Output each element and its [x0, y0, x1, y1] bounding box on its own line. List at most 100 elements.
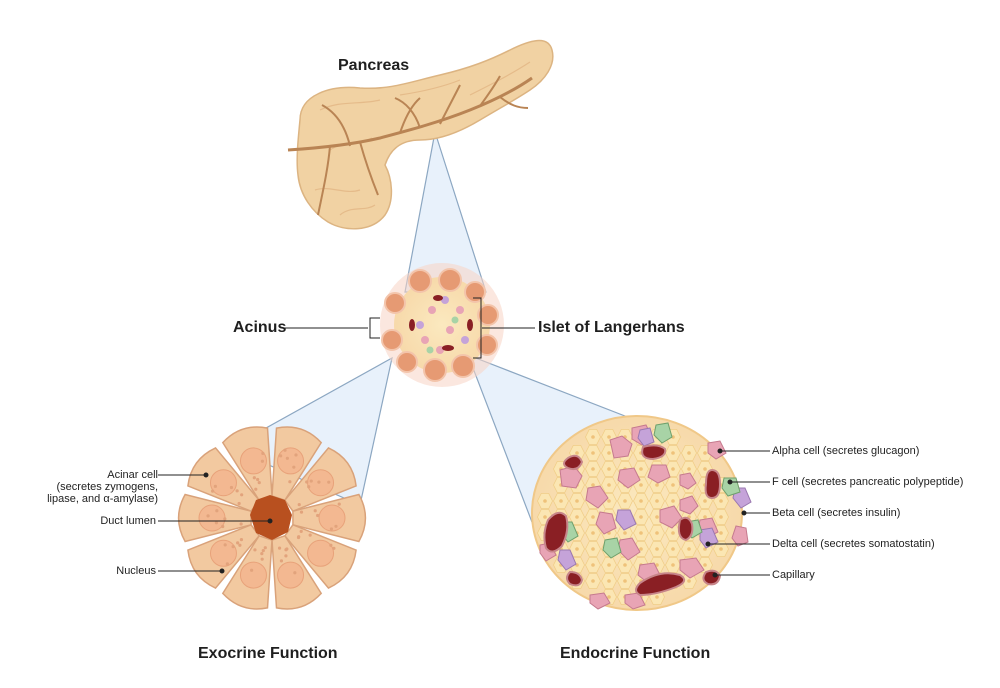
beta-cell-nucleus: [591, 435, 595, 439]
beta-cell-nucleus: [591, 547, 595, 551]
zymogen-granule: [307, 485, 310, 488]
beta-cell-nucleus: [655, 515, 659, 519]
zymogen-granule: [329, 544, 332, 547]
beta-cell-nucleus: [671, 499, 675, 503]
zymogen-granule: [211, 490, 214, 493]
zymogen-granule: [284, 548, 287, 551]
zymogen-granule: [253, 548, 256, 551]
zymogen-granule: [283, 449, 286, 452]
beta-cell-nucleus: [591, 531, 595, 535]
beta-cell-nucleus: [575, 451, 579, 455]
beta-cell-nucleus: [687, 579, 691, 583]
zymogen-granule: [224, 543, 227, 546]
f-cell-label: F cell (secretes pancreatic polypeptide): [772, 476, 963, 488]
acinar-cell-label: Acinar cell (secretes zymogens, lipase, …: [30, 469, 158, 505]
zymogen-granule: [258, 481, 261, 484]
zymogen-granule: [310, 479, 313, 482]
beta-cell-nucleus: [671, 531, 675, 535]
islet-label: Islet of Langerhans: [538, 319, 685, 337]
beta-cell-nucleus: [607, 451, 611, 455]
beta-cell-nucleus: [687, 467, 691, 471]
pancreas-label: Pancreas: [338, 57, 409, 75]
zymogen-granule: [238, 544, 241, 547]
beta-cell-nucleus: [591, 451, 595, 455]
acinar-nucleus: [319, 505, 345, 531]
zymogen-granule: [226, 562, 229, 565]
acinar-nucleus: [278, 448, 304, 474]
beta-cell-nucleus: [623, 531, 627, 535]
zymogen-granule: [309, 534, 312, 537]
zymogen-granule: [286, 457, 289, 460]
zymogen-granule: [214, 485, 217, 488]
zymogen-granule: [280, 559, 283, 562]
zymogen-granule: [223, 517, 226, 520]
zymogen-granule: [334, 525, 337, 528]
zymogen-granule: [236, 541, 239, 544]
beta-cell-nucleus: [607, 483, 611, 487]
zymogen-granule: [327, 481, 330, 484]
beta-cell-nucleus: [671, 451, 675, 455]
beta-cell-nucleus: [671, 563, 675, 567]
zymogen-granule: [300, 511, 303, 514]
beta-cell-nucleus: [575, 515, 579, 519]
zymogen-granule: [279, 454, 282, 457]
beta-cell-nucleus: [591, 467, 595, 471]
zymogen-granule: [300, 530, 303, 533]
duct-lumen-label: Duct lumen: [30, 515, 156, 527]
beta-cell-nucleus: [655, 595, 659, 599]
acinar-cell-line-3: lipase, and α-amylase): [30, 493, 158, 505]
zymogen-granule: [292, 466, 295, 469]
delta-cell-label: Delta cell (secretes somatostatin): [772, 538, 935, 550]
zymogen-granule: [240, 538, 243, 541]
zymogen-granule: [240, 522, 243, 525]
beta-cell-nucleus: [719, 499, 723, 503]
beta-cell-nucleus: [607, 499, 611, 503]
beta-cell-nucleus: [687, 547, 691, 551]
beta-cell-nucleus: [655, 531, 659, 535]
zymogen-granule: [284, 554, 287, 557]
beta-cell-nucleus: [543, 499, 547, 503]
beta-cell-nucleus: [639, 531, 643, 535]
zymogen-granule: [314, 509, 317, 512]
pancreas-organ: [288, 41, 553, 229]
zymogen-granule: [297, 536, 300, 539]
acinar-cell-line-2: (secretes zymogens,: [30, 481, 158, 493]
endocrine-islet: [532, 416, 751, 610]
beta-cell-nucleus: [559, 499, 563, 503]
zymogen-granule: [332, 547, 335, 550]
zymogen-granule: [338, 503, 341, 506]
beta-cell-nucleus: [655, 547, 659, 551]
acinus-label: Acinus: [233, 319, 286, 337]
beta-cell-nucleus: [719, 531, 723, 535]
beta-cell-nucleus: [623, 563, 627, 567]
acinar-cell-line-1: Acinar cell: [30, 469, 158, 481]
zymogen-granule: [261, 460, 264, 463]
alpha-cell-label: Alpha cell (secretes glucagon): [772, 445, 919, 457]
zymogen-granule: [221, 525, 224, 528]
beta-cell-nucleus: [591, 563, 595, 567]
beta-cell-nucleus: [623, 499, 627, 503]
zymogen-granule: [230, 486, 233, 489]
zymogen-granule: [260, 552, 263, 555]
acinar-nucleus: [199, 505, 225, 531]
beta-cell-nucleus: [703, 563, 707, 567]
beta-cell-nucleus: [687, 451, 691, 455]
zymogen-granule: [232, 545, 235, 548]
nucleus-label: Nucleus: [30, 565, 156, 577]
zymogen-granule: [254, 488, 257, 491]
zymogen-granule: [316, 514, 319, 517]
beta-cell-nucleus: [591, 515, 595, 519]
zymogen-granule: [278, 547, 281, 550]
acinus-islet-cluster: [380, 263, 504, 387]
zymogen-granule: [215, 521, 218, 524]
acinar-nucleus: [278, 562, 304, 588]
beta-cell-nucleus: [703, 515, 707, 519]
beta-cell-nucleus: [639, 467, 643, 471]
zymogen-granule: [330, 527, 333, 530]
exocrine-title: Exocrine Function: [198, 645, 338, 663]
zymogen-granule: [293, 571, 296, 574]
zymogen-granule: [261, 452, 264, 455]
beta-cell-nucleus: [639, 483, 643, 487]
beta-cell-nucleus: [591, 579, 595, 583]
